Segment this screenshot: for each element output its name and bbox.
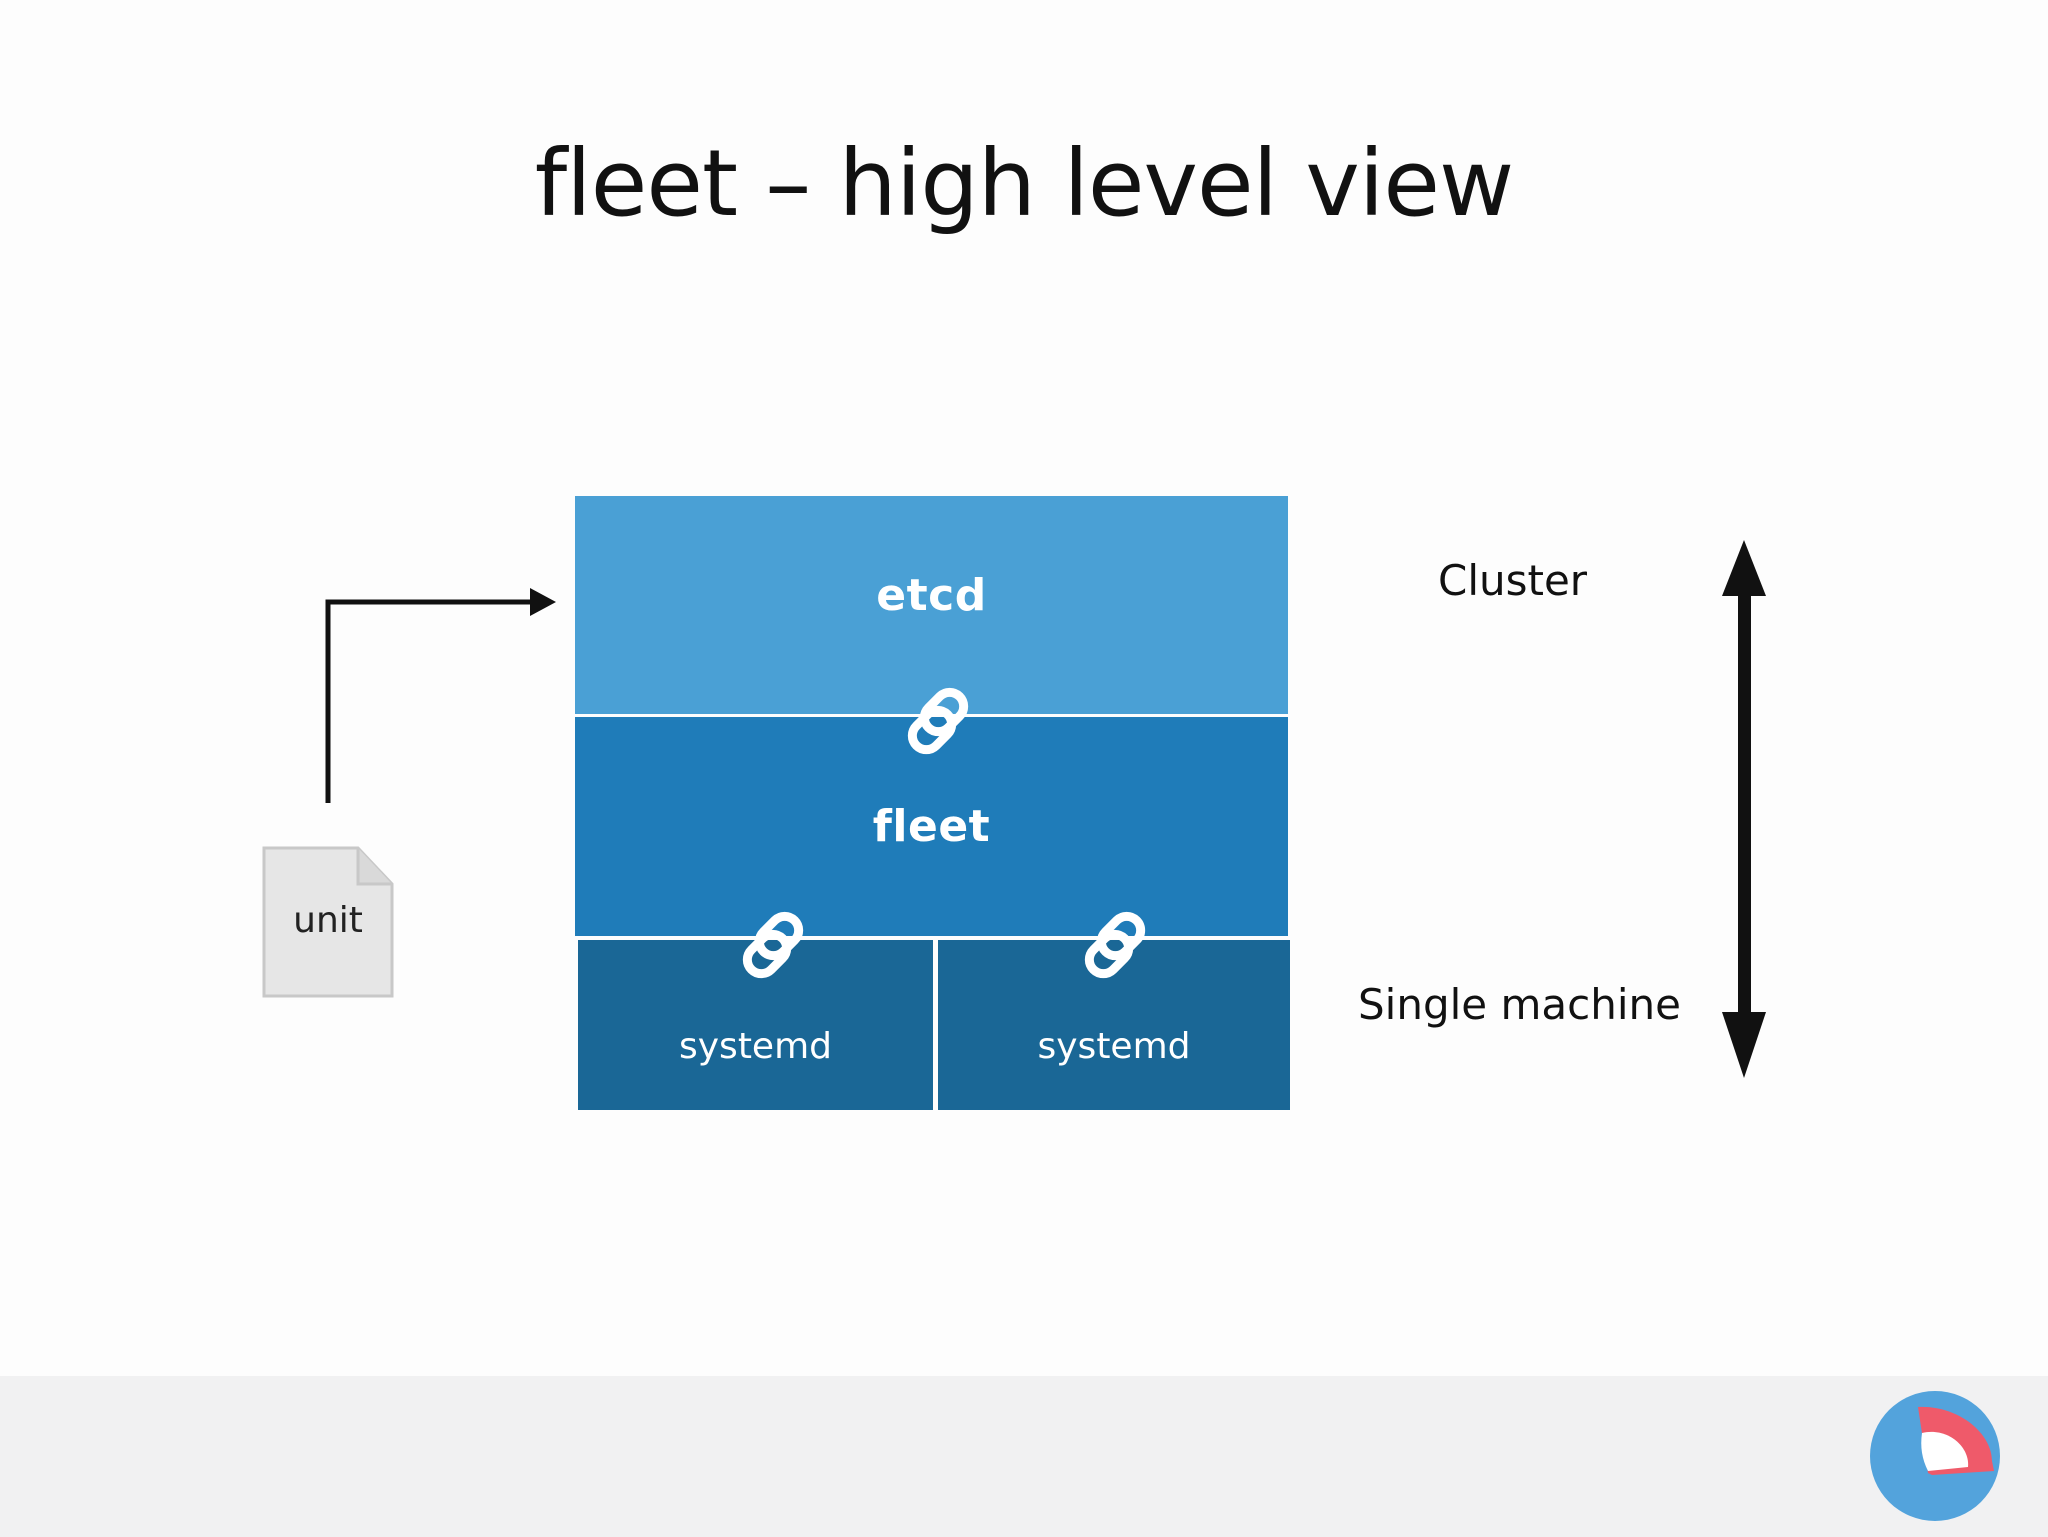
etcd-block: etcd xyxy=(575,496,1288,714)
link-icon xyxy=(742,911,804,979)
systemd-block-right: systemd xyxy=(938,940,1290,1110)
link-icon xyxy=(907,687,969,755)
footer-band xyxy=(0,1376,2048,1537)
systemd-right-label: systemd xyxy=(1037,1025,1191,1067)
single-machine-label: Single machine xyxy=(1358,980,1681,1029)
cluster-label: Cluster xyxy=(1438,556,1588,605)
slide-title: fleet – high level view xyxy=(534,130,1514,237)
fleet-label: fleet xyxy=(872,801,991,852)
document-icon xyxy=(262,846,394,998)
systemd-left-label: systemd xyxy=(679,1025,832,1067)
fleet-block: fleet xyxy=(575,717,1288,936)
unit-label: unit xyxy=(293,900,363,941)
link-icon xyxy=(1084,911,1146,979)
logo-icon xyxy=(1870,1391,2000,1521)
etcd-label: etcd xyxy=(876,569,987,621)
